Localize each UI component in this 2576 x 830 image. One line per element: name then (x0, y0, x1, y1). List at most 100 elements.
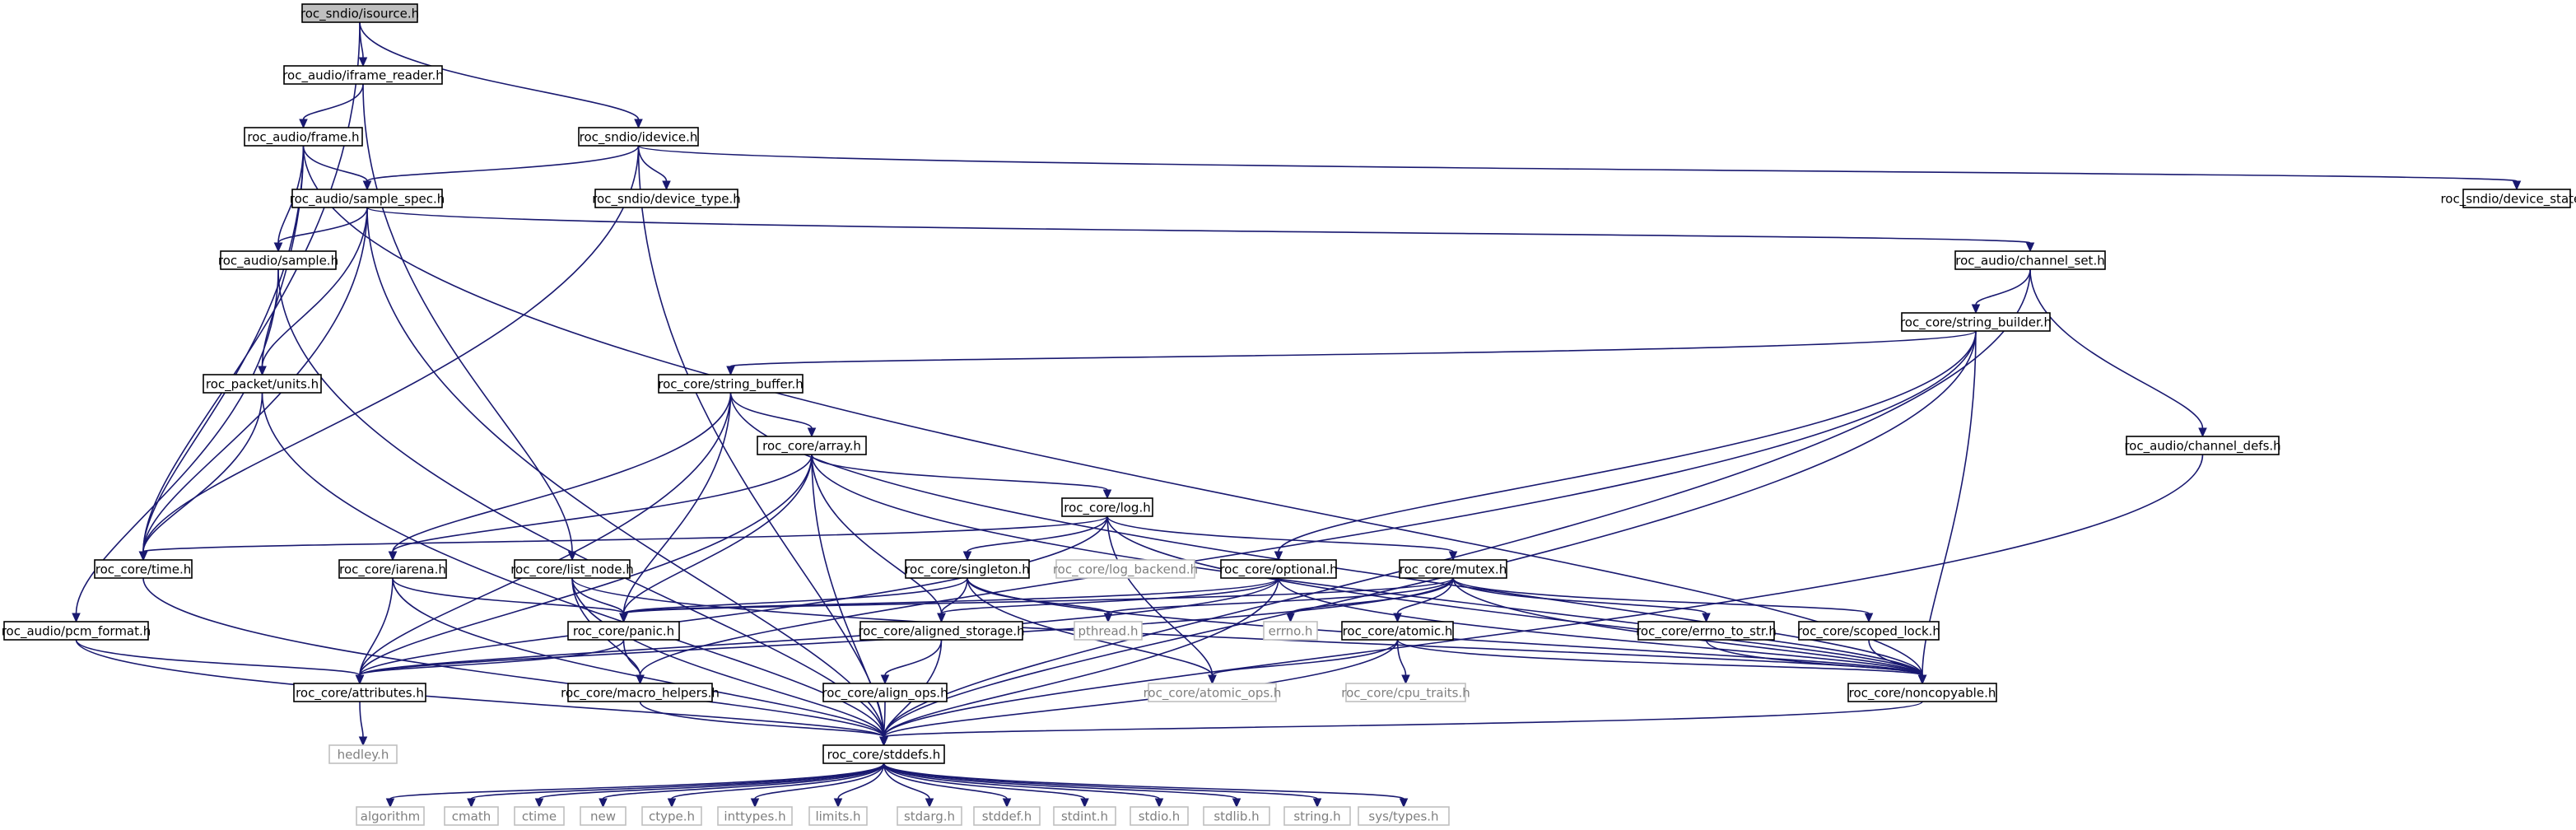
arrow-head-icon (299, 119, 308, 129)
arrow-head-icon (385, 798, 395, 809)
node-box (1954, 250, 2106, 270)
node-limits: limits.h (808, 806, 868, 826)
node-device-type[interactable]: roc_sndio/device_type.h (592, 189, 741, 208)
edge-log-to-singleton (962, 515, 1108, 562)
arrow-head-icon (925, 798, 934, 809)
node-frame[interactable]: roc_audio/frame.h (244, 127, 363, 147)
node-log[interactable]: roc_core/log.h (1061, 497, 1153, 517)
node-string-buffer[interactable]: roc_core/string_buffer.h (658, 374, 804, 394)
edge-stddefs-to-stdarg (883, 762, 934, 809)
edge-isource-to-time (138, 21, 361, 562)
node-inttypes: inttypes.h (717, 806, 793, 826)
node-label: stdint.h (1061, 809, 1108, 824)
node-iarena[interactable]: roc_core/iarena.h (338, 559, 447, 579)
arrow-head-icon (1274, 551, 1283, 562)
node-box (514, 559, 631, 579)
node-panic[interactable]: roc_core/panic.h (567, 621, 680, 641)
arrow-head-icon (1917, 674, 1927, 685)
edge-idevice-to-sample-spec (362, 145, 640, 191)
node-channel-defs[interactable]: roc_audio/channel_defs.h (2124, 436, 2281, 455)
node-box (1203, 806, 1270, 826)
node-mutex[interactable]: roc_core/mutex.h (1399, 559, 1507, 579)
node-channel-set[interactable]: roc_audio/channel_set.h (1954, 250, 2106, 270)
node-label: roc_sndio/device_state.h (2440, 192, 2576, 208)
node-string: string.h (1283, 806, 1351, 826)
node-list-node[interactable]: roc_core/list_node.h (510, 559, 634, 579)
arrow-head-icon (634, 119, 643, 129)
edge-stddefs-to-cmath (467, 762, 885, 809)
node-label: roc_core/cpu_traits.h (1341, 686, 1470, 702)
node-label: ctime (522, 809, 557, 824)
node-box (444, 806, 499, 826)
edge-string-builder-to-string-buffer (726, 330, 1977, 376)
node-box (1399, 559, 1507, 579)
node-time[interactable]: roc_core/time.h (94, 559, 193, 579)
node-label: roc_audio/sample_spec.h (290, 192, 445, 208)
edge-mutex-to-pthread (1103, 577, 1454, 623)
node-device-state[interactable]: roc_sndio/device_state.h (2440, 189, 2576, 208)
node-scoped-lock[interactable]: roc_core/scoped_lock.h (1797, 621, 1940, 641)
node-units[interactable]: roc_packet/units.h (203, 374, 322, 394)
edge-sample-spec-to-units (258, 207, 368, 376)
node-label: new (590, 809, 616, 824)
node-box (905, 559, 1030, 579)
node-stddefs[interactable]: roc_core/stddefs.h (822, 744, 945, 764)
edge-idevice-to-device-type (637, 145, 671, 191)
node-aligned-storage[interactable]: roc_core/aligned_storage.h (858, 621, 1025, 641)
node-sample-spec[interactable]: roc_audio/sample_spec.h (290, 189, 445, 208)
node-label: algorithm (361, 809, 420, 824)
arrow-head-icon (362, 180, 372, 191)
node-singleton[interactable]: roc_core/singleton.h (905, 559, 1030, 579)
node-label: roc_core/iarena.h (339, 562, 446, 578)
node-box (1055, 559, 1195, 579)
node-label: roc_core/atomic.h (1343, 624, 1453, 640)
node-stdarg: stdarg.h (897, 806, 962, 826)
edge-frame-to-sample-spec (302, 145, 372, 191)
node-box (808, 806, 868, 826)
node-label: string.h (1293, 809, 1340, 824)
node-label: roc_core/macro_helpers.h (561, 686, 720, 702)
node-label: roc_core/panic.h (573, 624, 674, 640)
node-optional[interactable]: roc_core/optional.h (1219, 559, 1338, 579)
node-new: new (580, 806, 627, 826)
node-idevice[interactable]: roc_sndio/idevice.h (578, 127, 699, 147)
node-label: roc_core/errno_to_str.h (1636, 624, 1777, 640)
node-box (578, 127, 699, 147)
node-box (293, 683, 426, 702)
arrow-head-icon (2512, 180, 2522, 191)
node-noncopyable[interactable]: roc_core/noncopyable.h (1847, 683, 1997, 702)
edge-isource-to-idevice (359, 21, 643, 129)
node-sample[interactable]: roc_audio/sample.h (218, 250, 338, 270)
edge-sample-spec-to-channel-set (366, 207, 2035, 253)
edge-string-buffer-to-iarena (388, 392, 732, 562)
node-align-ops[interactable]: roc_core/align_ops.h (822, 683, 948, 702)
node-isource[interactable]: roc_sndio/isource.h (300, 3, 419, 23)
arrow-head-icon (273, 242, 283, 253)
node-pcm-format[interactable]: roc_audio/pcm_format.h (2, 621, 151, 641)
node-errno-to-str[interactable]: roc_core/errno_to_str.h (1636, 621, 1777, 641)
node-label: roc_sndio/idevice.h (580, 130, 698, 146)
node-box (2462, 189, 2571, 208)
node-box (1148, 683, 1277, 702)
edge-mutex-to-scoped-lock (1452, 577, 1874, 623)
edge-channel-set-to-channel-defs (2029, 268, 2207, 438)
node-stdio: stdio.h (1130, 806, 1189, 826)
node-label: limits.h (815, 809, 860, 824)
node-attributes[interactable]: roc_core/attributes.h (293, 683, 426, 702)
node-macro-helpers[interactable]: roc_core/macro_helpers.h (561, 683, 720, 702)
node-box (859, 621, 1023, 641)
arrow-head-icon (355, 674, 365, 685)
node-string-builder[interactable]: roc_core/string_builder.h (1900, 312, 2052, 332)
node-box (1263, 621, 1318, 641)
node-array[interactable]: roc_core/array.h (757, 436, 867, 455)
edge-stddefs-to-ctype (667, 762, 885, 809)
edge-noncopyable-to-stddefs (879, 701, 1923, 747)
node-label: roc_audio/sample.h (218, 254, 338, 269)
node-iframe-reader[interactable]: roc_audio/iframe_reader.h (282, 65, 444, 85)
node-cmath: cmath (444, 806, 499, 826)
node-box (338, 559, 447, 579)
arrow-head-icon (1232, 798, 1241, 809)
edge-channel-set-to-string-builder (1971, 268, 2031, 315)
node-atomic[interactable]: roc_core/atomic.h (1341, 621, 1454, 641)
node-algorithm: algorithm (356, 806, 425, 826)
